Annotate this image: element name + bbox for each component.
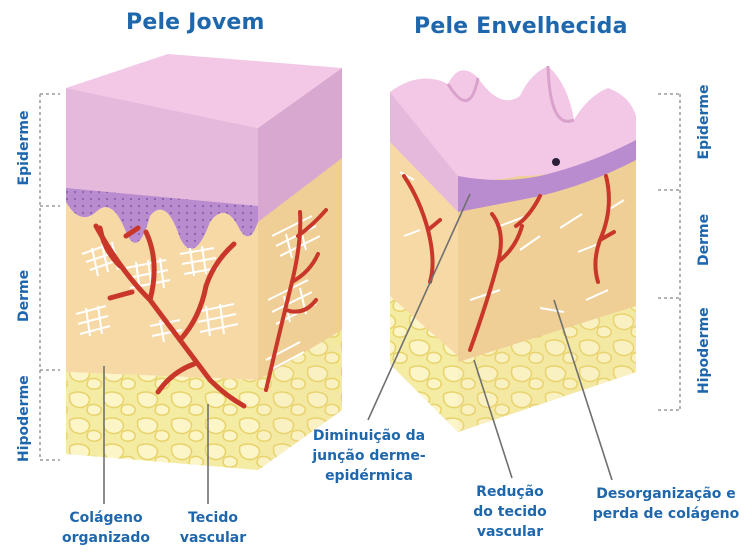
annotation-desorganizacao-line2: perda de colágeno xyxy=(582,504,750,524)
annotation-reducao: Redução do tecido vascular xyxy=(462,482,558,542)
annotation-colageno: Colágeno organizado xyxy=(58,508,154,548)
right-label-hipoderme: Hipoderme xyxy=(696,310,712,394)
annotation-desorganizacao: Desorganização e perda de colágeno xyxy=(582,484,750,524)
left-label-derme: Derme xyxy=(16,270,32,322)
annotation-diminuicao-line1: Diminuição da xyxy=(302,426,436,446)
annotation-colageno-line2: organizado xyxy=(58,528,154,548)
annotation-diminuicao-line2: junção derme- xyxy=(302,446,436,466)
annotation-diminuicao: Diminuição da junção derme- epidérmica xyxy=(302,426,436,486)
annotation-tecido-line2: vascular xyxy=(172,528,254,548)
left-label-epiderme: Epiderme xyxy=(16,110,32,186)
annotation-reducao-line2: do tecido xyxy=(462,502,558,522)
aged-skin-spot xyxy=(552,158,560,166)
aged-skin-block xyxy=(390,66,636,432)
annotation-colageno-line1: Colágeno xyxy=(58,508,154,528)
annotation-tecido: Tecido vascular xyxy=(172,508,254,548)
right-label-derme: Derme xyxy=(696,214,712,266)
right-layer-brackets xyxy=(658,94,680,410)
annotation-diminuicao-line3: epidérmica xyxy=(302,466,436,486)
left-label-hipoderme: Hipoderme xyxy=(16,378,32,462)
right-label-epiderme: Epiderme xyxy=(696,84,712,160)
annotation-desorganizacao-line1: Desorganização e xyxy=(582,484,750,504)
left-layer-brackets xyxy=(40,94,60,460)
annotation-reducao-line1: Redução xyxy=(462,482,558,502)
annotation-tecido-line1: Tecido xyxy=(172,508,254,528)
young-skin-block xyxy=(66,54,342,470)
annotation-reducao-line3: vascular xyxy=(462,522,558,542)
